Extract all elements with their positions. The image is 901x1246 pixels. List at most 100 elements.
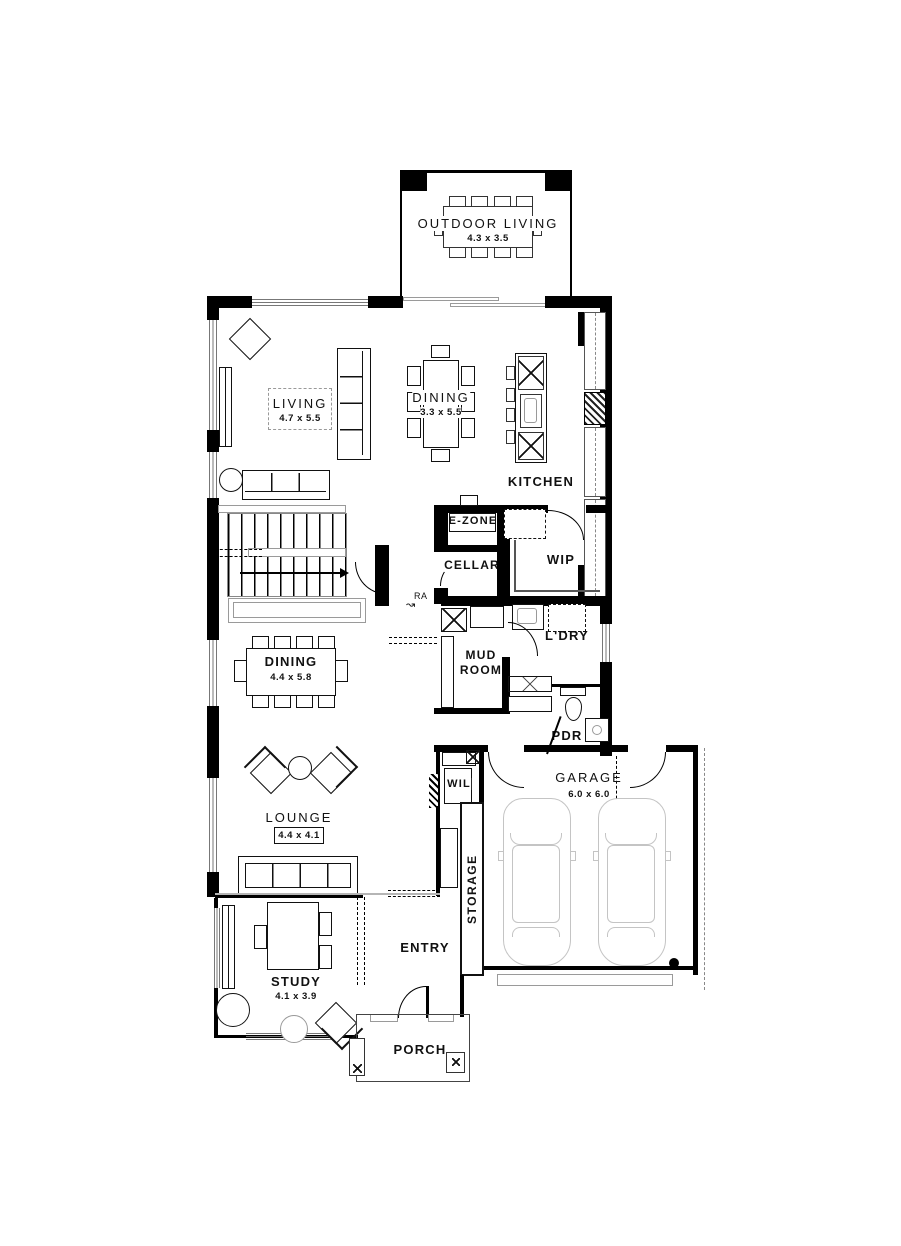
chair xyxy=(494,247,511,258)
island-counter xyxy=(518,432,544,460)
chair xyxy=(296,694,313,708)
stool xyxy=(506,430,515,444)
eave-line xyxy=(704,748,705,990)
opening-line xyxy=(388,890,440,891)
room-label-outdoor-living: OUTDOOR LIVING xyxy=(417,216,559,231)
side-table xyxy=(219,468,243,492)
car-mirror xyxy=(570,851,576,861)
wall-segment xyxy=(207,296,219,320)
hall-bench xyxy=(508,676,552,692)
mudroom-bench xyxy=(441,608,467,632)
stair-landing xyxy=(218,505,346,513)
wall-segment xyxy=(434,505,448,547)
fridge-space xyxy=(584,392,606,425)
wall-segment xyxy=(207,430,219,452)
chair xyxy=(407,418,421,438)
stair-direction-arrow-icon xyxy=(340,568,349,578)
stool xyxy=(506,408,515,422)
armchair xyxy=(228,317,272,361)
wall-segment xyxy=(214,898,218,908)
room-dims-living: 4.7 x 5.5 xyxy=(279,413,321,424)
chair xyxy=(449,196,466,207)
room-dims-outdoor-living: 4.3 x 3.5 xyxy=(467,233,509,244)
car xyxy=(498,798,576,966)
buffet-unit xyxy=(228,598,366,623)
stair-direction-line xyxy=(240,572,340,574)
wall-segment xyxy=(400,170,402,296)
desk-chair xyxy=(460,495,478,506)
window xyxy=(602,624,610,662)
wall-segment xyxy=(434,745,488,752)
sink-bowl xyxy=(524,398,537,423)
room-dims-lounge: 4.4 x 4.1 xyxy=(278,830,320,841)
desk xyxy=(267,902,319,970)
sofa-cushions xyxy=(245,473,326,492)
room-label-kitchen: KITCHEN xyxy=(507,474,575,489)
washer-provision xyxy=(548,604,586,632)
stair-void-line xyxy=(210,556,262,557)
basin xyxy=(585,718,609,742)
label-bracket xyxy=(268,388,332,430)
wall-segment xyxy=(207,872,219,897)
stool xyxy=(506,366,515,380)
room-label-box xyxy=(449,513,496,532)
column-post xyxy=(400,170,427,191)
pantry-shelf xyxy=(514,540,516,592)
column-post xyxy=(545,170,572,191)
chair xyxy=(494,196,511,207)
opening-line xyxy=(388,896,440,897)
pantry-cabinet xyxy=(584,427,606,497)
cavity-slider-door xyxy=(429,774,438,808)
car-mirror xyxy=(498,851,504,861)
room-label-dining-upper: DINING xyxy=(412,390,470,405)
front-door-leaf xyxy=(426,986,429,1018)
car-cabin xyxy=(607,845,655,923)
wall-segment xyxy=(545,296,612,308)
room-label-garage: GARAGE xyxy=(555,770,623,785)
window xyxy=(252,299,368,306)
room-label-pdr: PDR xyxy=(551,728,583,743)
wall-segment xyxy=(207,498,219,640)
stool xyxy=(506,388,515,402)
bulkhead-line xyxy=(389,643,437,644)
wall-segment xyxy=(436,748,440,806)
island-counter xyxy=(518,356,544,390)
car-cabin xyxy=(512,845,560,923)
fridge-provision xyxy=(504,509,546,539)
porch-post xyxy=(349,1038,365,1076)
buffet-inner xyxy=(233,602,361,618)
room-dims-study: 4.1 x 3.9 xyxy=(275,991,317,1002)
sofa-cushions xyxy=(340,351,363,455)
door-swing xyxy=(488,752,524,788)
wall-segment xyxy=(460,975,464,1017)
side-table xyxy=(280,1015,308,1043)
wall-segment xyxy=(552,684,612,687)
wall-segment xyxy=(666,745,696,752)
room-dims-garage: 6.0 x 6.0 xyxy=(568,789,610,800)
sofa xyxy=(242,470,330,500)
car-mirror xyxy=(665,851,671,861)
stair-handrail xyxy=(248,548,346,557)
car-windshield xyxy=(605,833,657,845)
coffee-table xyxy=(288,756,312,780)
sliding-door xyxy=(450,303,546,307)
room-label-study: STUDY xyxy=(270,974,322,989)
room-label-porch: PORCH xyxy=(393,1042,447,1057)
bookshelf xyxy=(222,905,235,989)
pantry-cabinet xyxy=(584,312,606,390)
door-swing xyxy=(355,562,385,594)
storage-cupboard: STORAGE xyxy=(460,802,484,976)
wall-segment xyxy=(400,170,572,173)
chair xyxy=(449,247,466,258)
return-air-label: RA xyxy=(414,591,428,601)
room-label-ldry: L'DRY xyxy=(545,628,589,643)
wall-segment xyxy=(586,505,612,513)
stair-void-line xyxy=(210,549,262,550)
return-air-arrow-icon: ↝ xyxy=(406,599,416,611)
trough-bowl xyxy=(517,608,537,624)
room-label-wil: WIL xyxy=(447,778,471,790)
room-dims-dining-upper: 3.3 x 5.5 xyxy=(420,407,462,418)
chair xyxy=(335,660,348,682)
chair xyxy=(516,247,533,258)
